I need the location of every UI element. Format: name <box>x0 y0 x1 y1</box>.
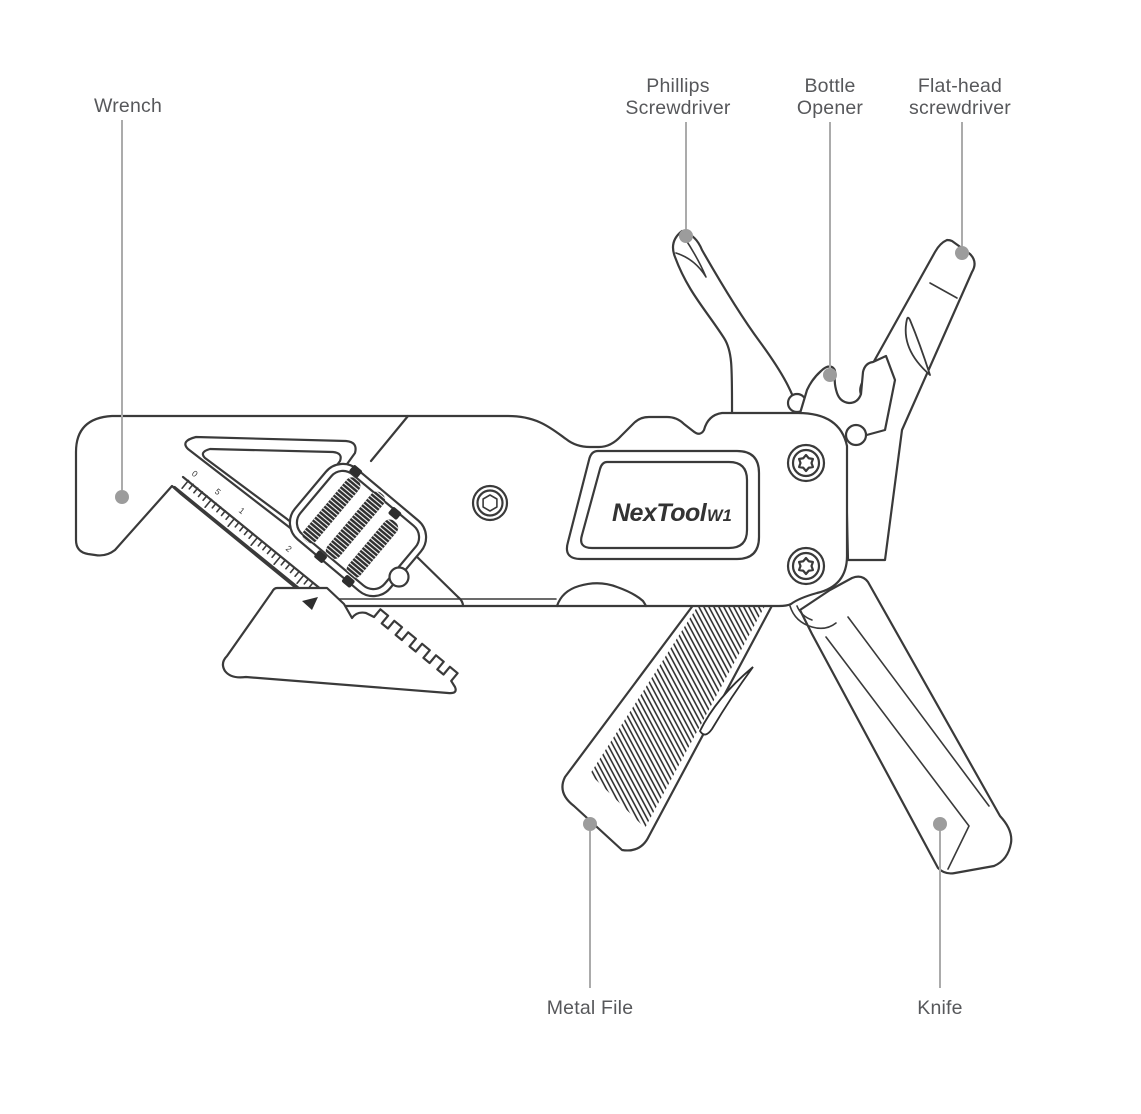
worm-rod-tab-3 <box>388 507 402 520</box>
flathead-bevel-line <box>929 282 958 299</box>
label-metal-file: Metal File <box>547 997 634 1019</box>
phillips-tip-flutes <box>675 236 707 278</box>
knife-outline <box>798 575 1013 875</box>
plate-upper-edge <box>369 414 410 463</box>
phillips-screwdriver-arm <box>671 229 804 432</box>
logo-panel-inner <box>580 460 749 550</box>
movable-jaw-outline <box>221 586 459 695</box>
label-flathead-line2: screwdriver <box>909 97 1011 119</box>
brand-logo-text: NexTool <box>612 499 708 527</box>
worm-rod-2-knurl <box>325 491 386 559</box>
label-flathead-line1: Flat-head <box>918 75 1002 97</box>
ruler-mark-0: 0 <box>190 468 200 479</box>
callout-labels: Wrench Phillips Screwdriver Bottle Opene… <box>94 75 1011 1019</box>
file-hatch-texture <box>590 604 766 828</box>
worm-rod-3-knurl <box>346 519 399 578</box>
knife-dot <box>933 817 947 831</box>
worm-rod-tab-2 <box>314 550 327 563</box>
file-dot <box>583 817 597 831</box>
ruler-mark-1: 1 <box>237 505 247 516</box>
wrench-dot <box>115 490 129 504</box>
label-wrench: Wrench <box>94 95 162 117</box>
worm-rod-tab-4 <box>341 575 355 588</box>
bottle-dot <box>823 368 837 382</box>
flathead-screwdriver-arm <box>843 238 976 562</box>
hex-pivot-screw <box>471 484 509 522</box>
model-logo-text: W1 <box>707 507 732 525</box>
plate-lower-edge <box>409 549 465 608</box>
body-hole-right <box>844 423 868 447</box>
jaw-index-pointer <box>302 597 318 610</box>
flathead-arm-outline <box>843 238 976 562</box>
label-phillips-line1: Phillips <box>646 75 709 97</box>
wrench-movable-jaw <box>221 586 459 695</box>
flathead-nail-slot <box>904 316 931 376</box>
label-bottle-line2: Opener <box>797 97 864 119</box>
knife-blade <box>798 575 1013 875</box>
wrench-worm-gear <box>288 462 428 598</box>
label-bottle-line1: Bottle <box>804 75 855 97</box>
flathead-dot <box>955 246 969 260</box>
ruler-ticks <box>181 479 319 593</box>
body-hole-left <box>388 566 410 588</box>
callout-leaders <box>115 120 969 988</box>
label-knife: Knife <box>917 997 962 1019</box>
worm-rod-tab-1 <box>349 465 362 478</box>
logo-panel: NexTool W1 <box>565 449 761 561</box>
knife-kick-curl <box>789 605 837 630</box>
ruler-mark-2: 2 <box>284 543 294 554</box>
file-tang-bump <box>555 582 648 608</box>
file-nail-nick <box>698 666 754 736</box>
label-phillips-line2: Screwdriver <box>625 97 730 119</box>
knife-bevel-line <box>825 636 970 870</box>
worm-rod-1-knurl <box>302 477 361 544</box>
knife-facet-line <box>847 616 990 807</box>
metal-file-part <box>561 598 777 852</box>
ruler-mark-5: 5 <box>213 486 223 497</box>
phillips-dot <box>679 229 693 243</box>
